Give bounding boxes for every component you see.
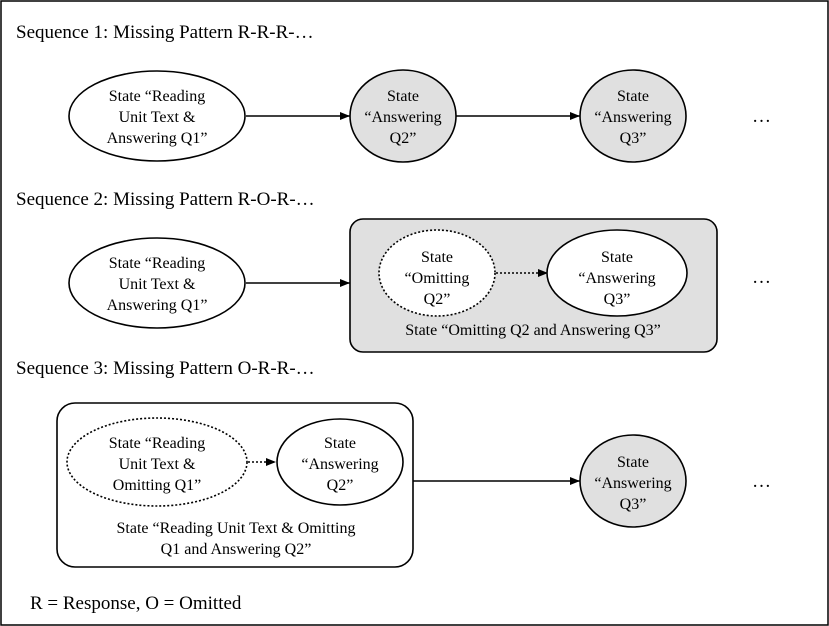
svg-text:State “Reading: State “Reading [109,255,205,272]
seq3-composite-label-line1: State “Reading Unit Text & Omitting [117,520,356,537]
svg-text:Q3”: Q3” [620,130,647,147]
seq3-state-answering-q2: State “Answering Q2” [276,418,404,506]
svg-text:Q3”: Q3” [604,291,631,308]
svg-text:State: State [601,249,633,266]
seq1-state-answering-q3: State “Answering Q3” [579,69,687,163]
seq2-composite-label: State “Omitting Q2 and Answering Q3” [405,322,661,339]
seq3-continuation: … [752,471,771,492]
svg-text:“Answering: “Answering [301,456,378,473]
sequence-1-title: Sequence 1: Missing Pattern R-R-R-… [16,22,314,43]
svg-text:State: State [421,249,453,266]
svg-text:State: State [617,454,649,471]
svg-text:State: State [324,435,356,452]
seq3-state-reading-omitting-q1: State “Reading Unit Text & Omitting Q1” [66,417,248,507]
seq3-composite-state: State “Reading Unit Text & Omitting Q1” … [56,402,414,568]
sequence-2-title: Sequence 2: Missing Pattern R-O-R-… [16,189,315,210]
seq2-continuation: … [752,267,771,288]
svg-text:State: State [617,88,649,105]
seq3-state-answering-q3: State “Answering Q3” [579,434,687,528]
seq3-composite-label-line2: Q1 and Answering Q2” [161,541,312,558]
seq1-state-reading-q1: State “Reading Unit Text & Answering Q1” [68,70,246,162]
svg-text:Q3”: Q3” [620,496,647,513]
sequence-3-title: Sequence 3: Missing Pattern O-R-R-… [16,358,315,379]
seq2-state-reading-q1: State “Reading Unit Text & Answering Q1” [68,237,246,329]
svg-text:Q2”: Q2” [424,291,451,308]
svg-text:Q2”: Q2” [390,130,417,147]
svg-text:“Answering: “Answering [594,475,671,492]
seq1-state-answering-q2: State “Answering Q2” [349,69,457,163]
svg-text:“Omitting: “Omitting [405,270,470,287]
svg-text:“Answering: “Answering [594,109,671,126]
svg-text:“Answering: “Answering [364,109,441,126]
seq2-state-omitting-q2: State “Omitting Q2” [378,229,496,317]
svg-text:Answering Q1”: Answering Q1” [107,130,208,147]
legend: R = Response, O = Omitted [30,593,242,614]
svg-text:Omitting Q1”: Omitting Q1” [113,477,201,494]
seq2-state-answering-q3: State “Answering Q3” [546,229,688,317]
svg-text:Unit Text &: Unit Text & [119,276,196,293]
svg-text:“Answering: “Answering [578,270,655,287]
svg-text:State: State [387,88,419,105]
seq2-composite-state: State “Omitting Q2” State “Answering Q3”… [349,218,718,353]
svg-text:Q2”: Q2” [327,477,354,494]
svg-text:Unit Text &: Unit Text & [119,109,196,126]
svg-text:State “Reading: State “Reading [109,435,205,452]
svg-text:Answering Q1”: Answering Q1” [107,297,208,314]
svg-text:State “Reading: State “Reading [109,88,205,105]
seq1-continuation: … [752,106,771,127]
svg-text:Unit Text &: Unit Text & [119,456,196,473]
